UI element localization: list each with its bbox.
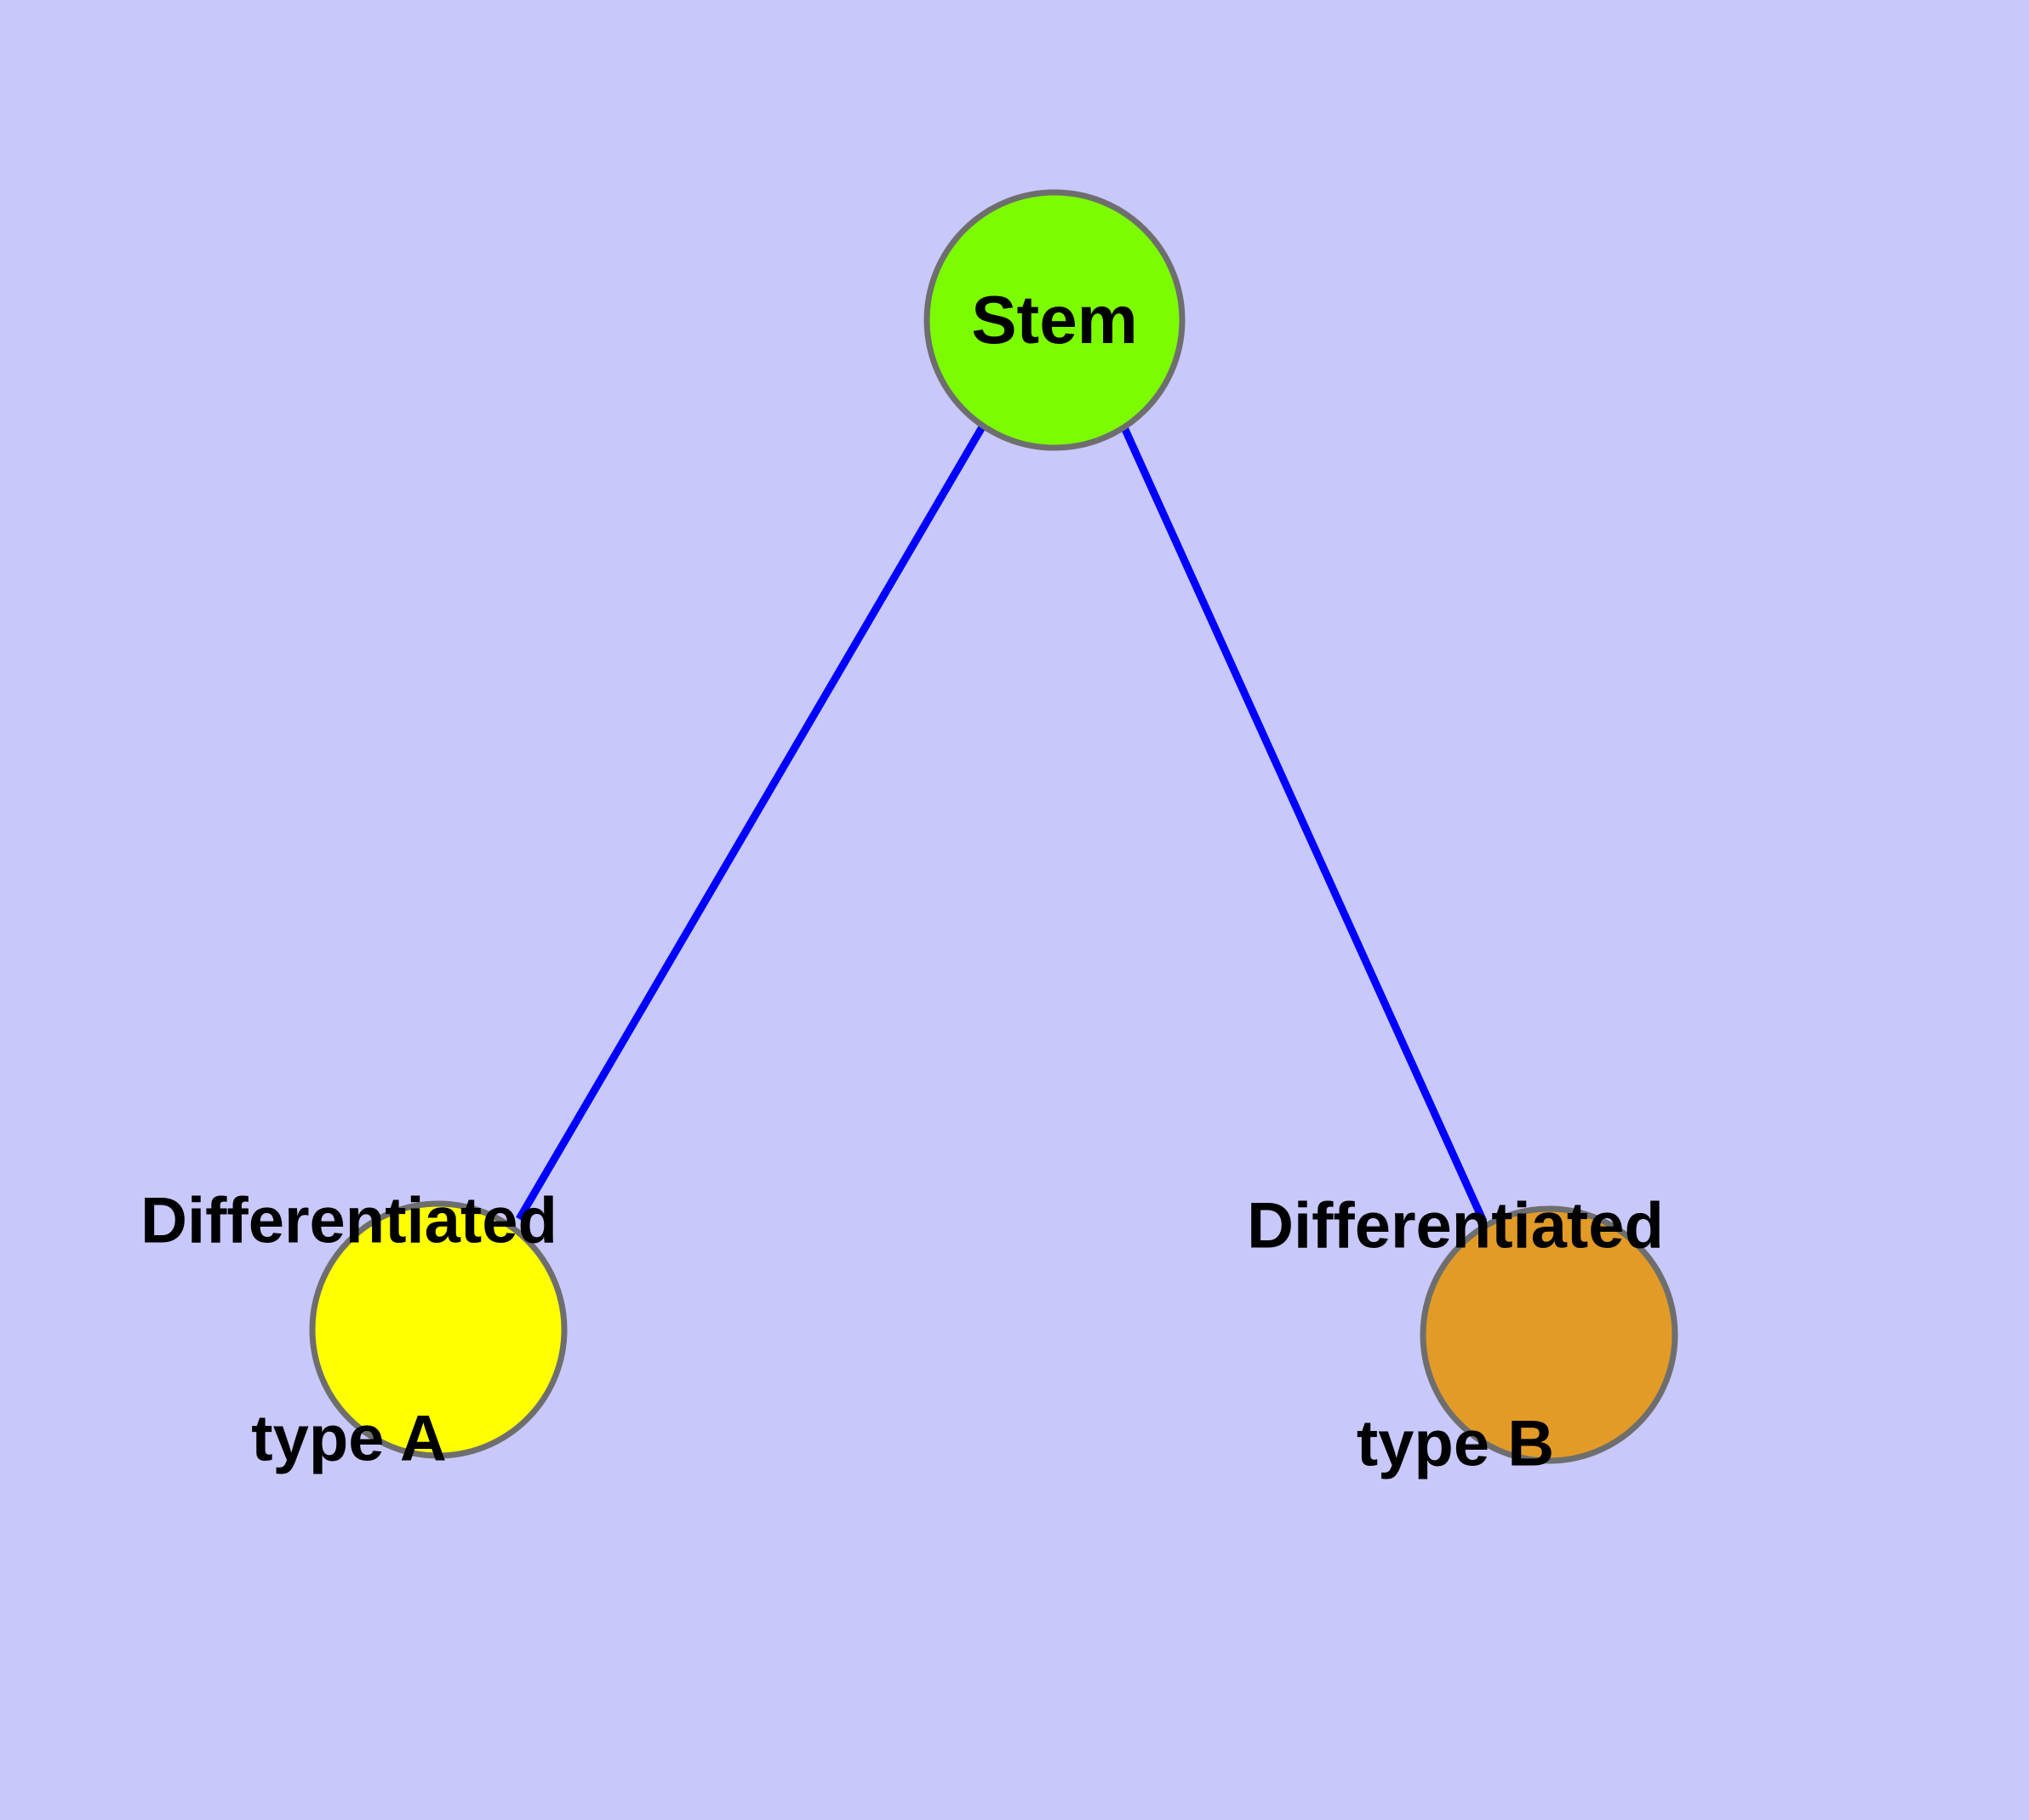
edge-layer	[516, 423, 1488, 1223]
node-differentiated-type-a[interactable]	[309, 1200, 568, 1459]
edge-stem-to-differentiated-type-b[interactable]	[1119, 424, 1488, 1223]
edge-stem-to-differentiated-type-a[interactable]	[516, 423, 986, 1222]
node-layer	[309, 189, 1678, 1464]
node-stem[interactable]	[923, 189, 1186, 451]
node-differentiated-type-b[interactable]	[1420, 1205, 1678, 1464]
